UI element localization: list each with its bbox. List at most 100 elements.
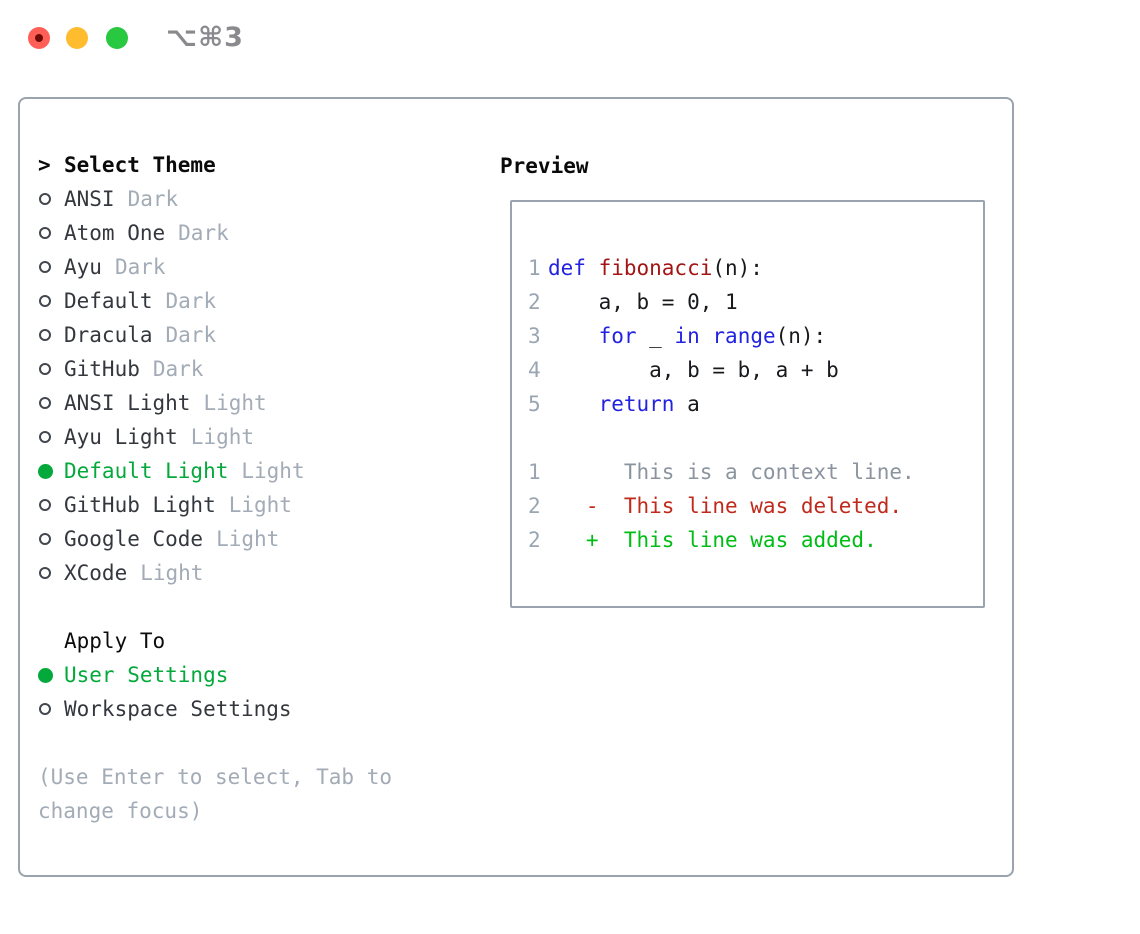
radio-icon	[39, 193, 51, 205]
radio-icon	[39, 329, 51, 341]
code-segment: a, b = 0, 1	[548, 290, 738, 314]
radio-slot	[38, 295, 64, 307]
line-number: 5	[528, 392, 541, 416]
select-theme-header: Select Theme	[64, 153, 216, 177]
theme-option[interactable]: XCode Light	[38, 556, 468, 590]
code-line: 2 - This line was deleted.	[528, 489, 983, 523]
radio-selected-icon	[38, 463, 53, 479]
theme-variant-tag: Dark	[127, 187, 179, 211]
code-line: 1 This is a context line.	[528, 455, 983, 489]
radio-selected-icon	[38, 667, 53, 683]
code-segment: This is a context line.	[548, 460, 915, 484]
theme-name: Atom One	[64, 221, 166, 245]
radio-icon	[39, 703, 51, 715]
apply-option-name: User Settings	[64, 663, 229, 687]
code-segment	[548, 319, 599, 353]
theme-variant-tag: Light	[241, 459, 305, 483]
code-segment: for	[598, 324, 637, 348]
code-segment	[548, 387, 599, 421]
radio-icon	[39, 567, 51, 579]
radio-slot	[38, 193, 64, 205]
code-line	[528, 421, 983, 455]
code-line: 2 a, b = 0, 1	[528, 285, 983, 319]
apply-option[interactable]: User Settings	[38, 658, 468, 692]
theme-name: XCode	[64, 561, 128, 585]
theme-variant-tag: Dark	[152, 357, 204, 381]
theme-name: Default Light	[64, 459, 229, 483]
theme-option[interactable]: Ayu Dark	[38, 250, 468, 284]
minimize-button[interactable]	[66, 27, 88, 49]
code-segment: - This line was deleted.	[548, 494, 903, 518]
prompt-icon: >	[38, 153, 51, 177]
theme-variant-tag: Light	[203, 391, 267, 415]
code-segment: _	[636, 324, 675, 348]
line-number: 3	[528, 324, 541, 348]
code-segment	[700, 319, 713, 353]
code-line: 3 for _ in range(n):	[528, 319, 983, 353]
spacer	[38, 590, 468, 624]
apply-option-name: Workspace Settings	[64, 697, 292, 721]
radio-icon	[39, 227, 51, 239]
line-number: 2	[528, 494, 541, 518]
radio-icon	[39, 363, 51, 375]
theme-variant-tag: Dark	[114, 255, 166, 279]
code-segment: + This line was added.	[548, 528, 877, 552]
window-titlebar: ⌥⌘3	[0, 0, 1140, 76]
radio-icon	[39, 261, 51, 273]
radio-slot	[38, 463, 64, 479]
theme-option[interactable]: Atom One Dark	[38, 216, 468, 250]
apply-option[interactable]: Workspace Settings	[38, 692, 468, 726]
close-button[interactable]	[28, 27, 50, 49]
code-line: 5 return a	[528, 387, 983, 421]
code-segment: (n):	[775, 324, 827, 348]
radio-slot	[38, 499, 64, 511]
theme-variant-tag: Light	[216, 527, 280, 551]
theme-name: ANSI	[64, 187, 115, 211]
theme-name: Ayu	[64, 255, 102, 279]
radio-slot	[38, 261, 64, 273]
zoom-button[interactable]	[106, 27, 128, 49]
line-number: 2	[528, 290, 541, 314]
theme-variant-tag: Dark	[178, 221, 229, 245]
theme-variant-tag: Dark	[165, 323, 217, 347]
theme-option[interactable]: ANSI Dark	[38, 182, 468, 216]
spacer	[38, 726, 468, 760]
help-text: (Use Enter to select, Tab to change focu…	[38, 765, 393, 823]
radio-slot	[38, 227, 64, 239]
radio-icon	[39, 431, 51, 443]
radio-slot	[38, 329, 64, 341]
code-segment: fibonacci	[598, 256, 713, 280]
theme-option[interactable]: Default Light Light	[38, 454, 468, 488]
select-theme-header-row: > Select Theme	[38, 148, 468, 182]
code-segment: a	[674, 392, 700, 416]
line-number: 2	[528, 528, 541, 552]
theme-variant-tag: Light	[140, 561, 204, 585]
theme-variant-tag: Light	[228, 493, 292, 517]
code-segment: (n):	[712, 256, 763, 280]
radio-icon	[39, 533, 51, 545]
radio-slot	[38, 533, 64, 545]
radio-slot	[38, 567, 64, 579]
radio-icon	[39, 295, 51, 307]
window-title: ⌥⌘3	[166, 22, 244, 53]
apply-to-header: Apply To	[64, 629, 166, 653]
radio-icon	[39, 499, 51, 511]
line-number	[528, 421, 548, 455]
radio-icon	[39, 397, 51, 409]
code-segment: range	[712, 324, 776, 348]
code-segment: def	[548, 256, 599, 280]
theme-name: Default	[64, 289, 153, 313]
theme-name: Ayu Light	[64, 425, 178, 449]
